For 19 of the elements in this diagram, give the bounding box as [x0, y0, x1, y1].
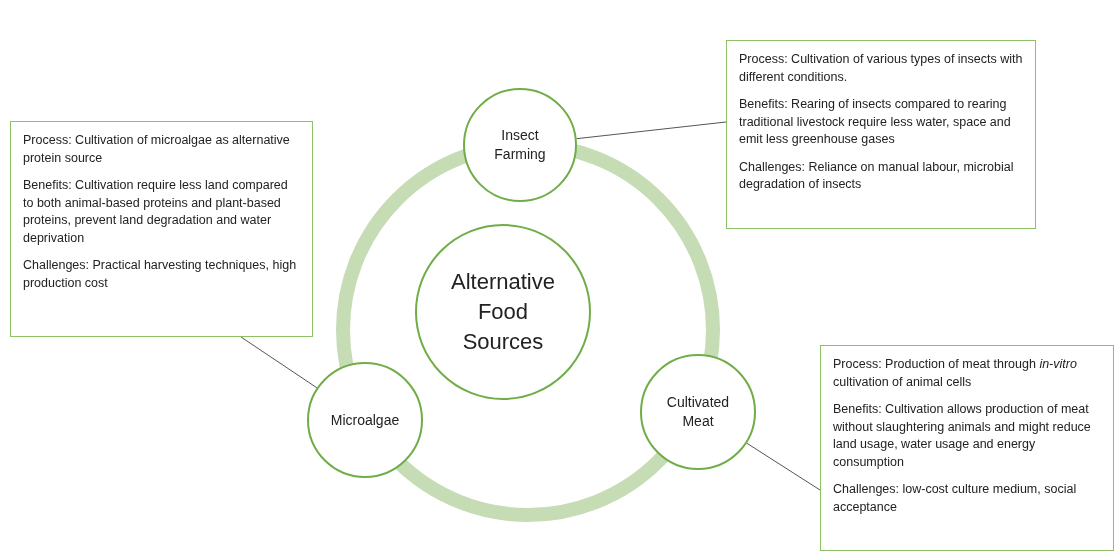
description-text: Process: Cultivation of microalgae as alternative protein source	[23, 132, 291, 167]
description-text: Process: Production of meat through in-vitro cultivation of animal cells	[833, 356, 1078, 391]
description-text: Challenges: Reliance on manual labour, microbial degradation of insects	[739, 158, 1015, 193]
node-label: Microalgae	[329, 410, 401, 430]
text-box	[726, 40, 1036, 229]
node-label: Insect Farming	[493, 126, 547, 164]
node-label: Cultivated Meat	[665, 393, 731, 431]
description-text: Process: Cultivation of various types of insects with different conditions.	[739, 51, 1023, 86]
description-text: Challenges: low-cost culture medium, social acceptance	[833, 481, 1078, 516]
description-text: Challenges: Practical harvesting techniques, high production cost	[23, 257, 298, 292]
connector-line	[576, 121, 727, 140]
text-box	[10, 121, 313, 337]
description-text: Benefits: Cultivation allows production of meat without slaughtering animals and might reduce land usage, water usage and energy consumption	[833, 401, 1092, 471]
text-box	[820, 345, 1114, 551]
connector-line	[746, 442, 821, 491]
description-text: Benefits: Cultivation require less land compared to both animal-based proteins and plant-based proteins, prevent land degradation and water deprivation	[23, 177, 289, 247]
node-label: Alternative Food Sources	[450, 268, 556, 356]
connector-line	[240, 336, 318, 389]
description-text: Benefits: Rearing of insects compared to rearing traditional livestock require less water, space and emit less greenhouse gases	[739, 96, 1012, 148]
